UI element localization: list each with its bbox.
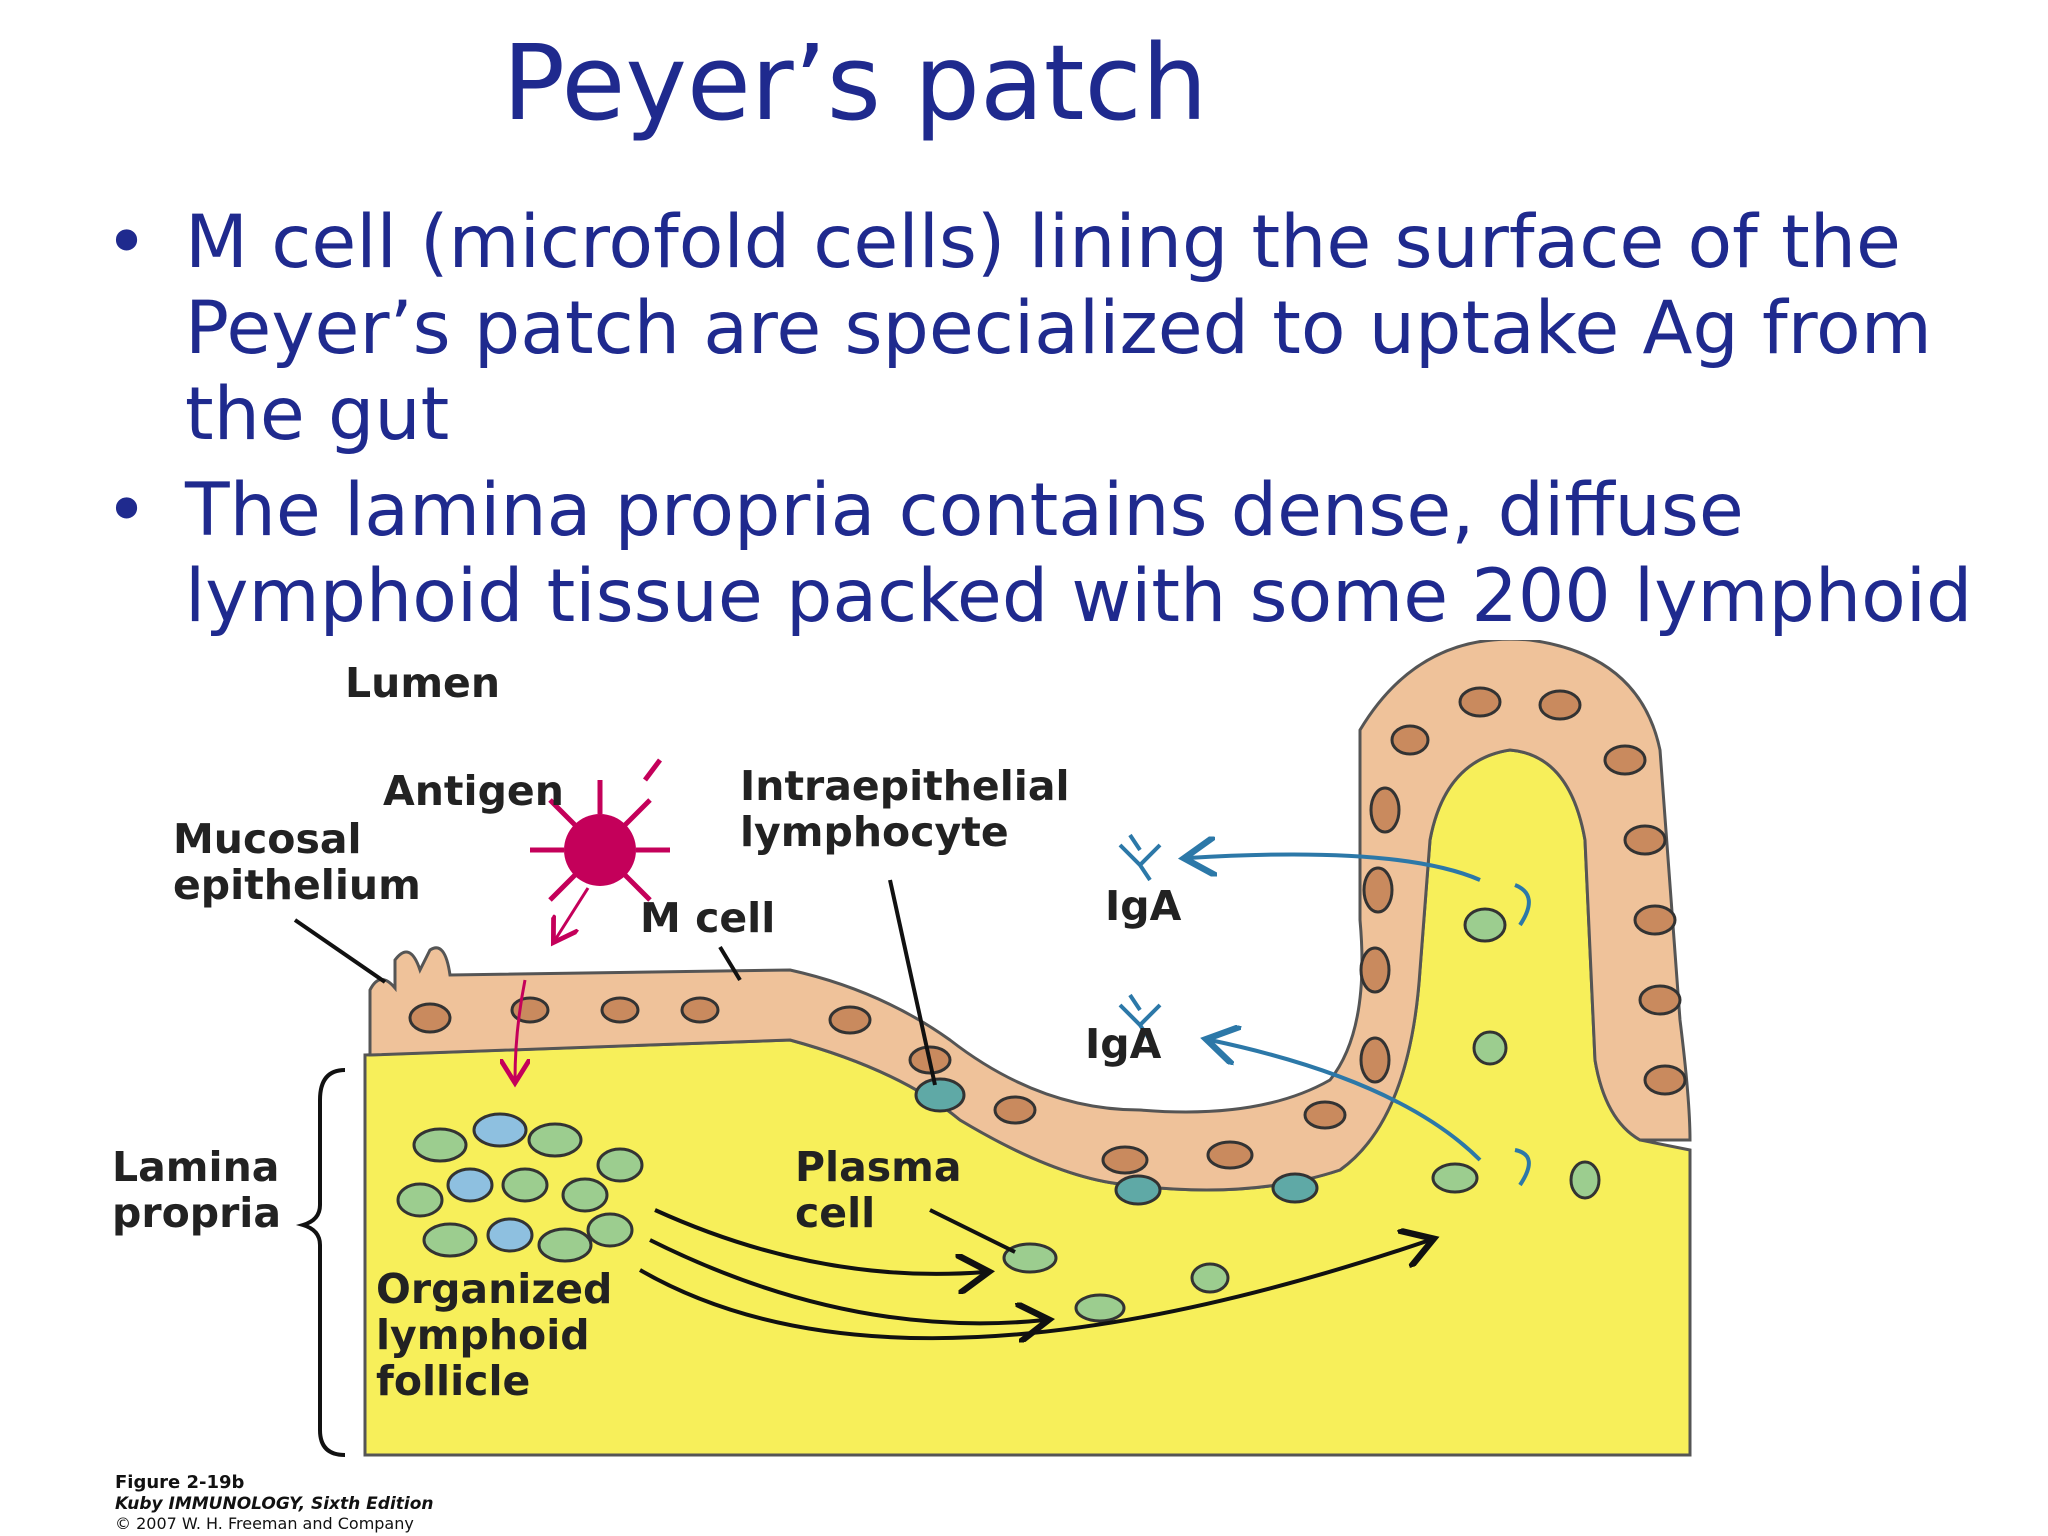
mucosal-epithelium bbox=[368, 640, 1692, 1192]
label-m-cell: M cell bbox=[640, 894, 775, 942]
peyers-patch-figure: Lumen Antigen Mucosal epithelium Intraep… bbox=[112, 640, 1692, 1533]
bullet-item: • The lamina propria contains dense, dif… bbox=[105, 468, 2025, 640]
label-cell: cell bbox=[795, 1189, 875, 1237]
bullet-marker: • bbox=[105, 200, 149, 285]
iga-antibody-icon bbox=[1118, 833, 1531, 1187]
plasma-cells bbox=[1002, 907, 1601, 1323]
bullet-marker: • bbox=[105, 468, 149, 553]
label-lymphocyte: lymphocyte bbox=[740, 808, 1009, 856]
epithelial-nuclei bbox=[408, 686, 1687, 1175]
label-intraepithelial: Intraepithelial bbox=[740, 762, 1070, 810]
label-mucosal: Mucosal bbox=[173, 815, 362, 863]
bullet-text: The lamina propria contains dense, diffu… bbox=[185, 468, 1973, 639]
intraepithelial-lymphocytes bbox=[914, 1077, 1319, 1206]
bullet-item: • M cell (microfold cells) lining the su… bbox=[105, 200, 2025, 458]
caption-figure-number: Figure 2-19b bbox=[115, 1472, 245, 1493]
label-iga-mid: IgA bbox=[1085, 1020, 1162, 1068]
caption-copyright: © 2007 W. H. Freeman and Company bbox=[115, 1514, 414, 1533]
label-lymphoid: lymphoid bbox=[376, 1311, 590, 1359]
label-propria: propria bbox=[112, 1189, 281, 1237]
label-lumen: Lumen bbox=[345, 659, 500, 707]
migration-arrows bbox=[639, 1208, 1430, 1338]
antigen-icon bbox=[515, 758, 670, 1080]
label-lamina: Lamina bbox=[112, 1143, 279, 1191]
lamina-bracket bbox=[295, 1068, 346, 1457]
bullet-list: • M cell (microfold cells) lining the su… bbox=[105, 200, 2025, 650]
label-organized: Organized bbox=[376, 1265, 612, 1313]
pointer-lines bbox=[293, 879, 1016, 1254]
label-antigen: Antigen bbox=[383, 767, 564, 815]
bullet-text: M cell (microfold cells) lining the surf… bbox=[185, 200, 1932, 457]
caption-book: Kuby IMMUNOLOGY, Sixth Edition bbox=[115, 1494, 434, 1514]
slide-title: Peyer’s patch bbox=[502, 22, 1208, 144]
label-epithelium: epithelium bbox=[173, 861, 421, 909]
label-plasma: Plasma bbox=[795, 1143, 962, 1191]
lymphoid-follicle bbox=[396, 1112, 644, 1263]
label-follicle: follicle bbox=[376, 1357, 530, 1405]
label-iga-top: IgA bbox=[1105, 882, 1182, 930]
